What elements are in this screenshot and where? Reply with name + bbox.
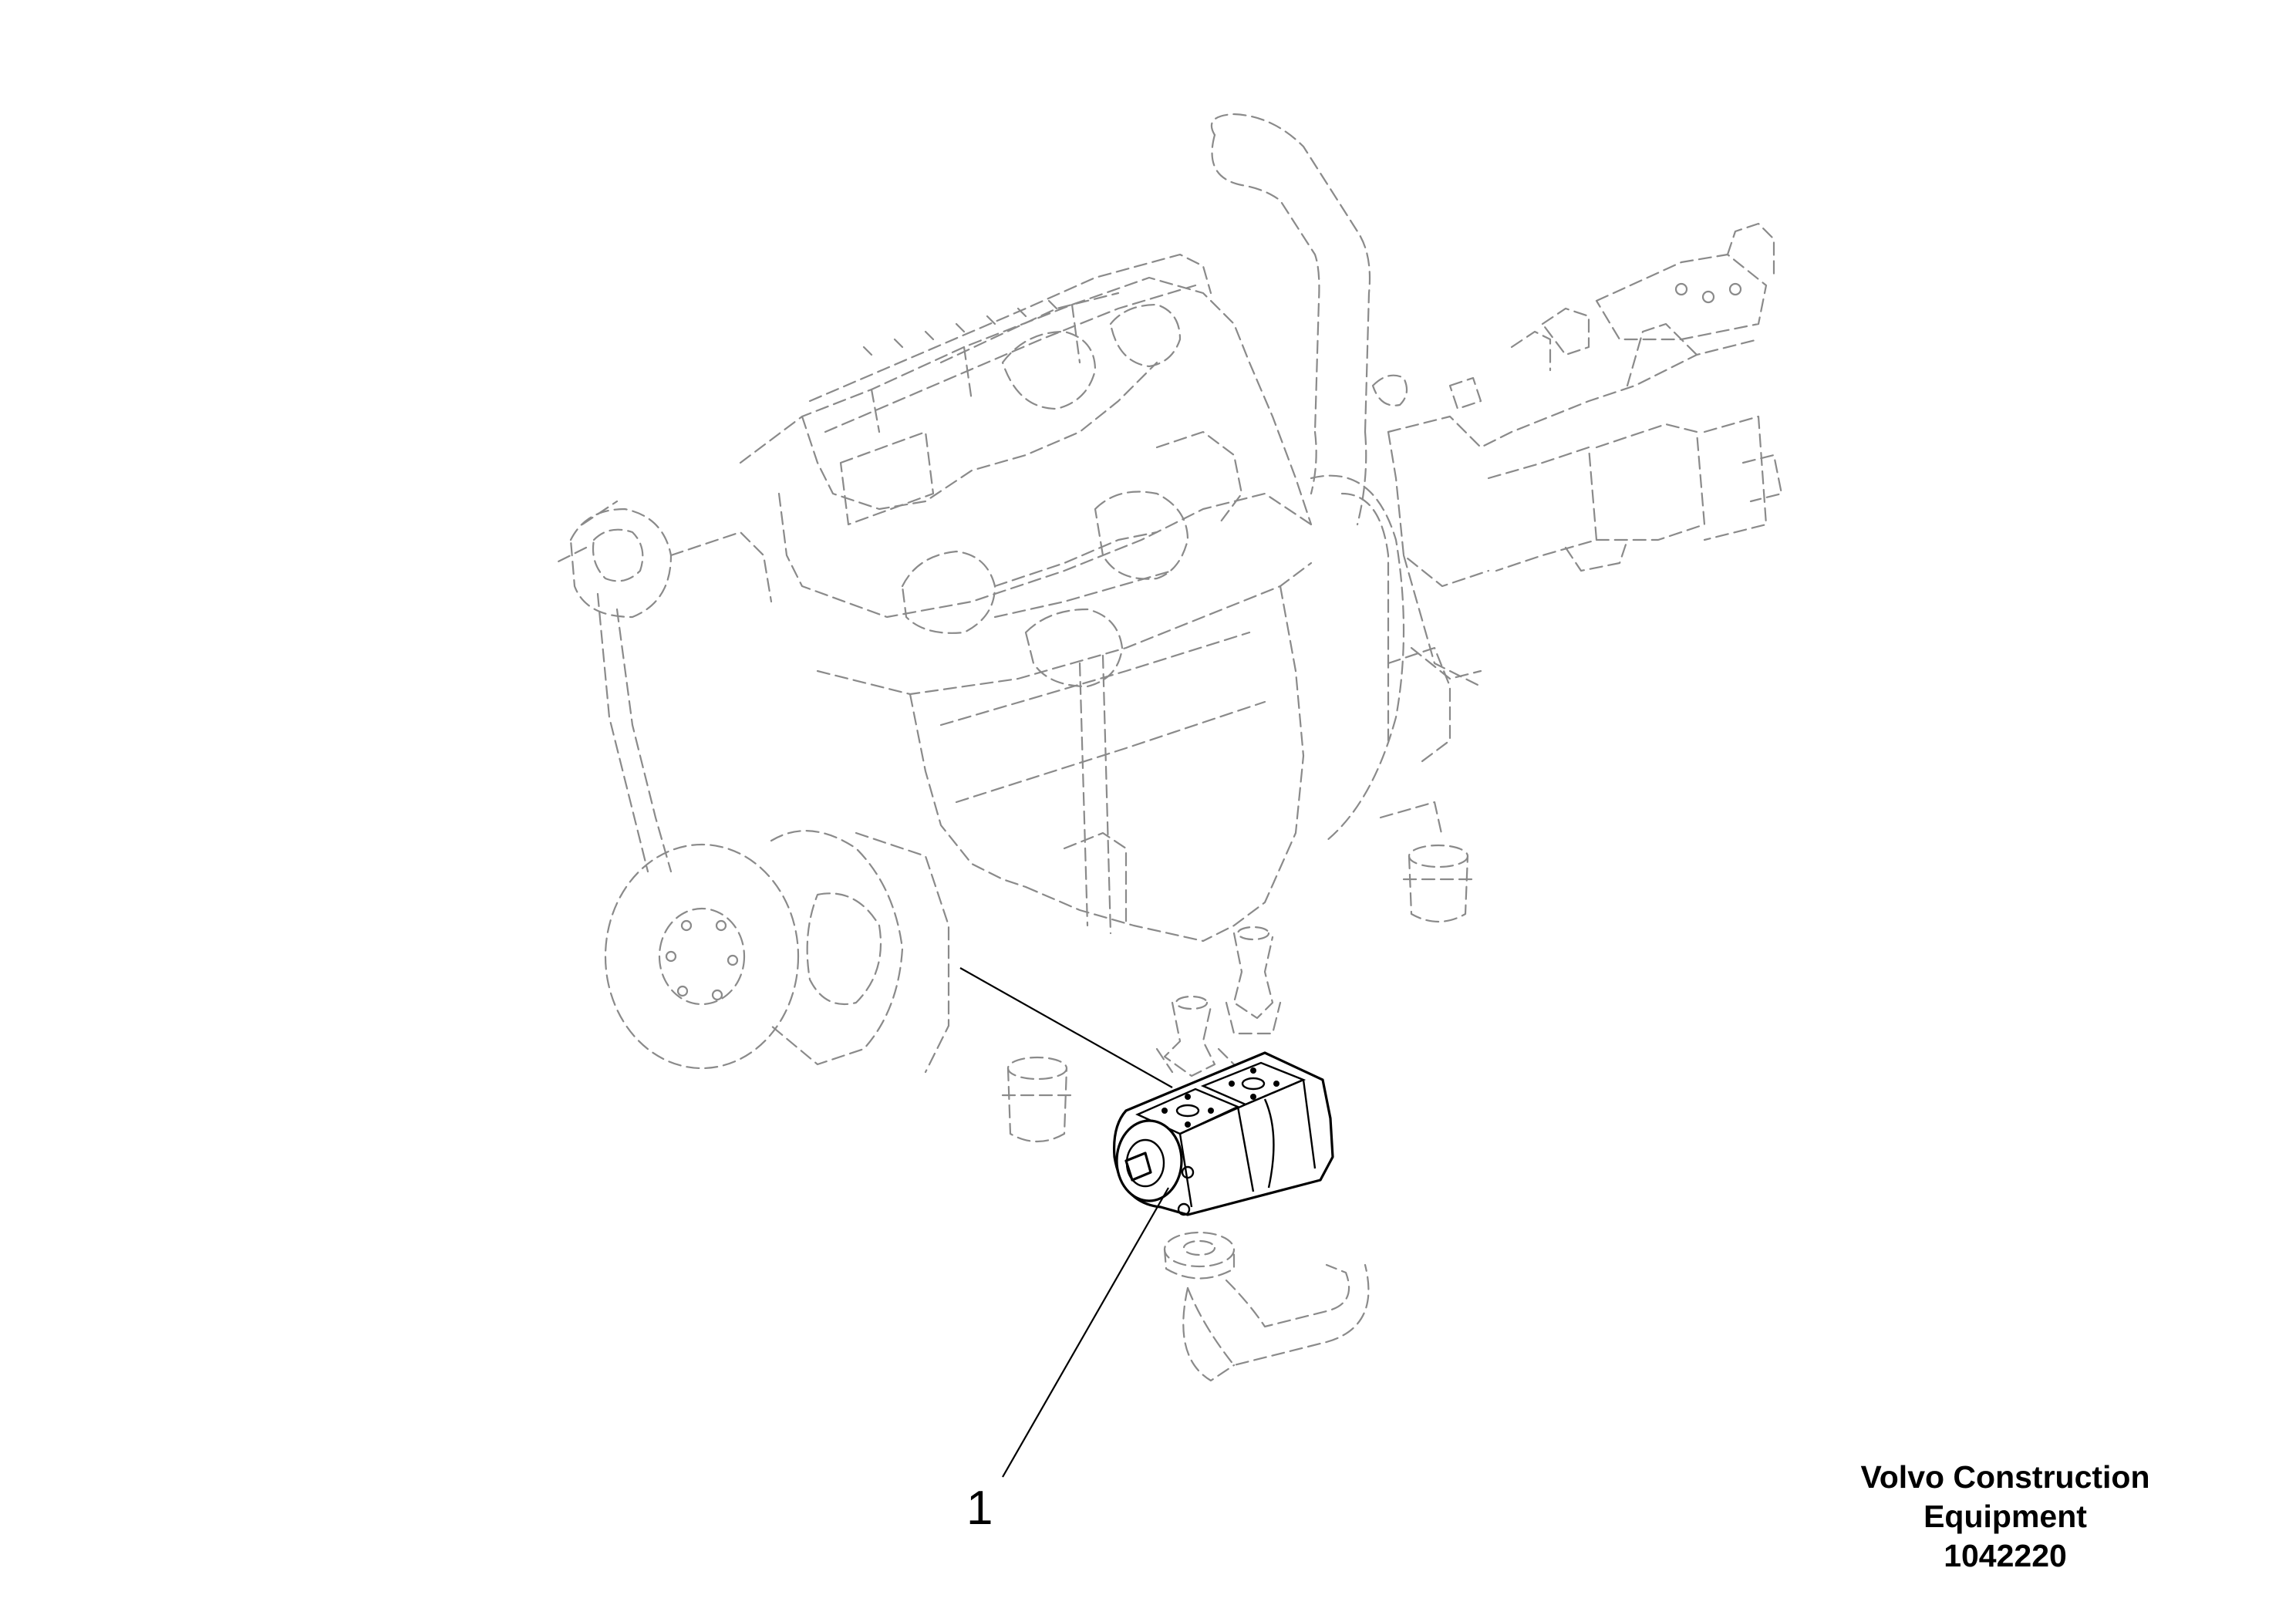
publisher-stamp: Volvo Construction Equipment 1042220 (1836, 1458, 2175, 1576)
turbocharger (901, 430, 1243, 688)
alternator (554, 500, 773, 619)
callout-number-1[interactable]: 1 (966, 1482, 993, 1535)
main-hydraulic-pump (1387, 322, 1768, 688)
engine-mount-left (1001, 1056, 1074, 1142)
stamp-company-line-1: Volvo Construction (1860, 1459, 2150, 1495)
suction-pipe (1182, 1263, 1370, 1382)
drive-belt (596, 592, 673, 873)
engine-assembly-ghost (554, 113, 1783, 1382)
engine-block (739, 276, 1313, 943)
leader-lines (959, 967, 1173, 1478)
gear-pump-part-1[interactable] (1112, 1051, 1334, 1216)
leader-line-callout-1 (1002, 1187, 1169, 1478)
stamp-drawing-code: 1042220 (1944, 1538, 2067, 1573)
leader-line-to-engine (959, 967, 1173, 1088)
exhaust-pipe (1210, 113, 1371, 526)
timing-cover (770, 830, 950, 1074)
pump-regulator-block (1371, 222, 1783, 503)
pump-fittings (1155, 926, 1282, 1077)
flywheel-housing (1310, 474, 1451, 842)
crankshaft-pulley (604, 843, 800, 1070)
engine-mount-right (1379, 801, 1475, 922)
pump-flange-seal (1163, 1231, 1236, 1280)
valve-cover (808, 253, 1212, 526)
stamp-company-line-2: Equipment (1923, 1499, 2087, 1534)
